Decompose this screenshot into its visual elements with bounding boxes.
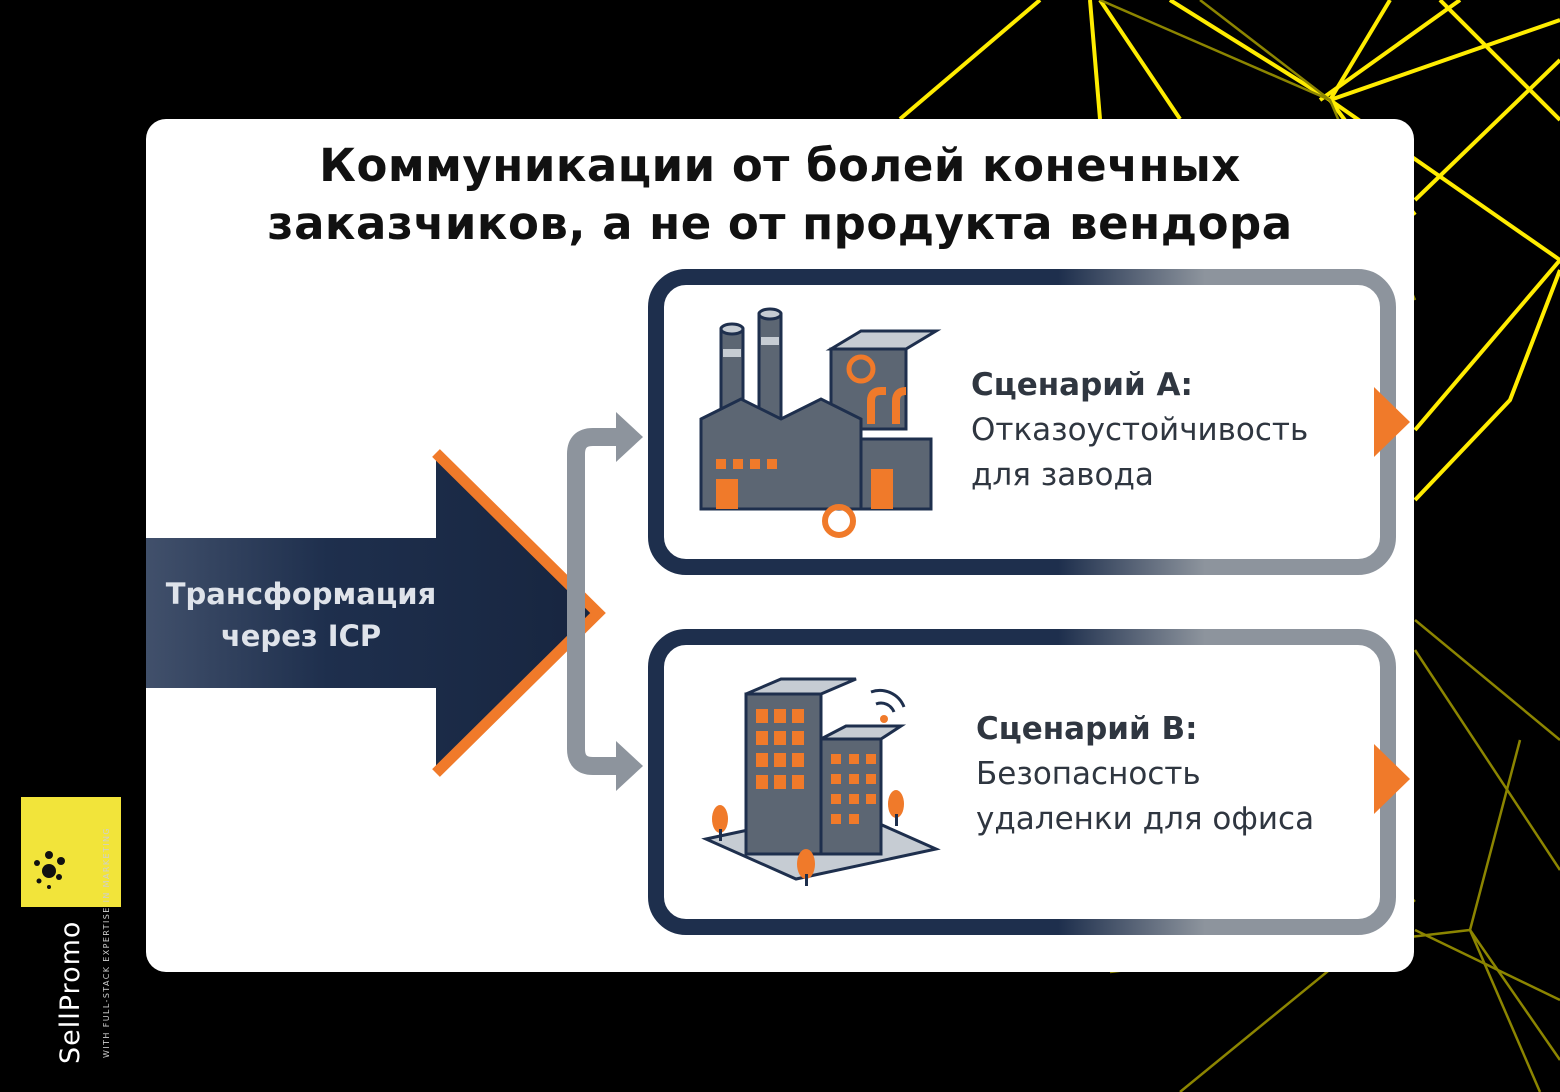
sellpromo-logo [21,797,121,907]
branch-arrowhead-a [616,412,643,462]
transformation-label-line1: Трансформация [165,577,437,611]
office-building-icon [701,677,941,886]
slide-title: Коммуникации от болей конечных заказчико… [146,137,1414,253]
scenario-b-line1: Безопасность [976,756,1201,792]
branch-arrowhead-b [616,741,643,791]
scenario-b-text: Сценарий В: Безопасность удаленки для оф… [976,707,1314,842]
slide-card: Коммуникации от болей конечных заказчико… [146,119,1414,972]
transformation-diagram [146,269,1410,935]
slide-title-line2: заказчиков, а не от продукта вендора [267,197,1293,250]
transformation-label: Трансформация через ICP [146,573,456,657]
transformation-arrow [146,449,606,777]
scenario-b-title: Сценарий В: [976,711,1198,747]
transformation-label-line2: через ICP [220,619,382,653]
brand-tagline: WITH FULL-STACK EXPERTISE IN MARKETING [102,827,111,1058]
brand-name: SellPromo [55,920,86,1064]
scenario-a-title: Сценарий А: [971,367,1193,403]
scenario-a-line1: Отказоустойчивость [971,412,1309,448]
scenario-a-text: Сценарий А: Отказоустойчивость для завод… [971,363,1308,498]
branch-connector [567,428,620,775]
slide-title-line1: Коммуникации от болей конечных [319,139,1241,192]
scenario-b-line2: удаленки для офиса [976,801,1315,837]
scenario-a-line2: для завода [971,457,1154,493]
factory-icon [699,307,942,538]
logo-dots-icon [34,851,65,889]
